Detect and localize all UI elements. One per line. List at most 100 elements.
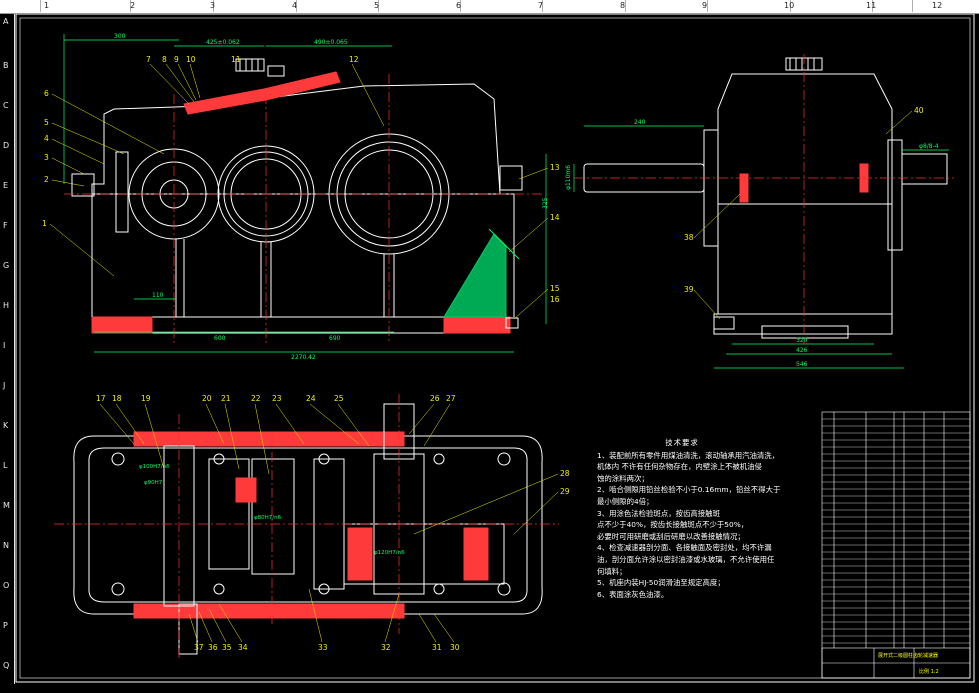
- oil-gauge: [115, 151, 129, 233]
- note-line: 1、装配前所有零件用煤油清洗，滚动轴承用汽油清洗，: [597, 450, 780, 460]
- ruler-number: 12: [932, 1, 943, 10]
- side-base: [713, 313, 893, 335]
- top-coordinate-ruler: 1 2 3 4 5 6 7 8 9 10 11 12: [0, 0, 979, 14]
- ruler-number: 8: [620, 1, 626, 10]
- assembly-drawing-canvas[interactable]: 300 425±0.062 490±0.065 110 325 600 690 …: [14, 14, 978, 684]
- ruler-letter: J: [3, 381, 6, 390]
- part-callout: 38: [684, 233, 694, 242]
- ruler-letter: A: [3, 17, 9, 26]
- part-callout: 1: [42, 219, 47, 228]
- ruler-letter: P: [3, 621, 8, 630]
- part-callout: 12: [349, 55, 359, 64]
- dim-label: 546: [796, 361, 808, 368]
- status-strip: [0, 684, 979, 693]
- dim-label: φ110m6: [565, 165, 572, 190]
- part-callout: 16: [550, 295, 560, 304]
- housing-outline: [91, 83, 515, 317]
- part-callout: 2: [44, 175, 49, 184]
- ruler-letter: N: [3, 541, 9, 550]
- note-line: 油，剖分面允许涂以密封油漆或水玻璃，不允许使用任: [597, 554, 775, 564]
- dim-label: φ8/8-4: [919, 143, 939, 150]
- ruler-number: 11: [866, 1, 877, 10]
- drawing-inner-border: [19, 17, 971, 679]
- part-callout: 4: [44, 134, 49, 143]
- ruler-number: 9: [702, 1, 708, 10]
- front-view: [71, 58, 523, 334]
- ruler-letter: L: [3, 461, 8, 470]
- part-callout: 24: [306, 394, 316, 403]
- part-callout: 20: [202, 394, 212, 403]
- ruler-letter: O: [3, 581, 10, 590]
- part-callout: 17: [96, 394, 106, 403]
- part-callout: 22: [251, 394, 261, 403]
- breather-body: [267, 65, 285, 77]
- ruler-letter: M: [3, 501, 10, 510]
- part-callout: 27: [446, 394, 456, 403]
- fit-label: φ90H7: [144, 480, 163, 486]
- side-centerlines: [574, 54, 954, 344]
- note-line: 6、表面涂灰色油漆。: [597, 589, 669, 599]
- fit-label: φ80H7/n6: [254, 515, 282, 521]
- dim-label: 690: [329, 335, 341, 342]
- inspection-cover: [183, 71, 341, 115]
- ruler-letter: H: [3, 301, 10, 310]
- side-callouts: 38 39 40: [684, 106, 924, 294]
- part-callout: 18: [112, 394, 122, 403]
- input-pinion: [208, 458, 250, 570]
- top-view: [73, 403, 543, 655]
- part-callout: 7: [146, 55, 151, 64]
- ruler-number: 6: [456, 1, 462, 10]
- part-callout: 28: [560, 469, 570, 478]
- fit-label: φ100H7/n6: [139, 464, 170, 470]
- note-line: 机体内 不许有任何杂物存在，内壁涂上不被机油侵: [597, 462, 762, 472]
- ruler-letter: B: [3, 61, 9, 70]
- ruler-number: 5: [374, 1, 380, 10]
- note-line: 点不少于40%，按齿长接触斑点不少于50%，: [597, 520, 749, 530]
- dim-label: 240: [634, 119, 646, 126]
- part-callout: 11: [231, 55, 241, 64]
- front-leaders: [49, 63, 549, 320]
- note-line: 2、啮合侧隙用铅丝检验不小于0.16mm，铅丝不得大于: [597, 485, 781, 495]
- parts-list-rows: [822, 418, 970, 644]
- part-callout: 33: [318, 643, 328, 652]
- ruler-letter: Q: [3, 661, 10, 670]
- part-callout: 9: [174, 55, 179, 64]
- part-callout: 14: [550, 213, 560, 222]
- drain-plug: [505, 317, 519, 329]
- title-block-name: 展开式二级圆柱齿轮减速器: [878, 652, 938, 659]
- part-callout: 6: [44, 89, 49, 98]
- part-callout: 34: [238, 643, 248, 652]
- title-block: [821, 647, 971, 679]
- dim-label: 426: [796, 347, 808, 354]
- front-dimensions: 300 425±0.062 490±0.065 110 325 600 690 …: [63, 33, 549, 361]
- base-section-fill: [91, 316, 153, 334]
- note-line: 蚀的涂料两次；: [597, 473, 649, 483]
- input-shaft-extension: [178, 603, 198, 655]
- side-seal-fill: [739, 173, 749, 203]
- ruler-number: 1: [44, 1, 50, 10]
- ruler-number: 2: [130, 1, 136, 10]
- part-callout: 25: [334, 394, 344, 403]
- note-line: 5、机座内装HJ-50润滑油至规定高度；: [597, 578, 725, 588]
- part-callout: 36: [208, 643, 218, 652]
- left-coordinate-ruler: A B C D E F G H I J K L M N O P Q: [0, 14, 15, 686]
- side-foot-slot: [761, 325, 849, 339]
- part-callout: 10: [186, 55, 196, 64]
- bearing-cap-right: [887, 139, 903, 251]
- side-anchor-bolt: [713, 316, 735, 330]
- part-callout: 21: [221, 394, 231, 403]
- output-shaft: [901, 153, 948, 185]
- note-line: 最小侧隙的4倍；: [597, 496, 654, 506]
- ruler-letter: F: [3, 221, 8, 230]
- ruler-number: 4: [292, 1, 298, 10]
- bearing-cap-left: [703, 129, 719, 247]
- ruler-letter: G: [3, 261, 10, 270]
- dim-label: 320: [796, 337, 808, 344]
- bottom-section-fill: [133, 603, 405, 619]
- ruler-letter: K: [3, 421, 9, 430]
- side-dimensions: 240 φ110m6 φ8/8-4 320 426 546: [565, 119, 949, 369]
- breather-knob: [235, 58, 265, 72]
- fit-labels: φ100H7/n6 φ80H7/n6 φ120H7/n6 φ90H7: [139, 464, 405, 556]
- part-callout: 31: [432, 643, 442, 652]
